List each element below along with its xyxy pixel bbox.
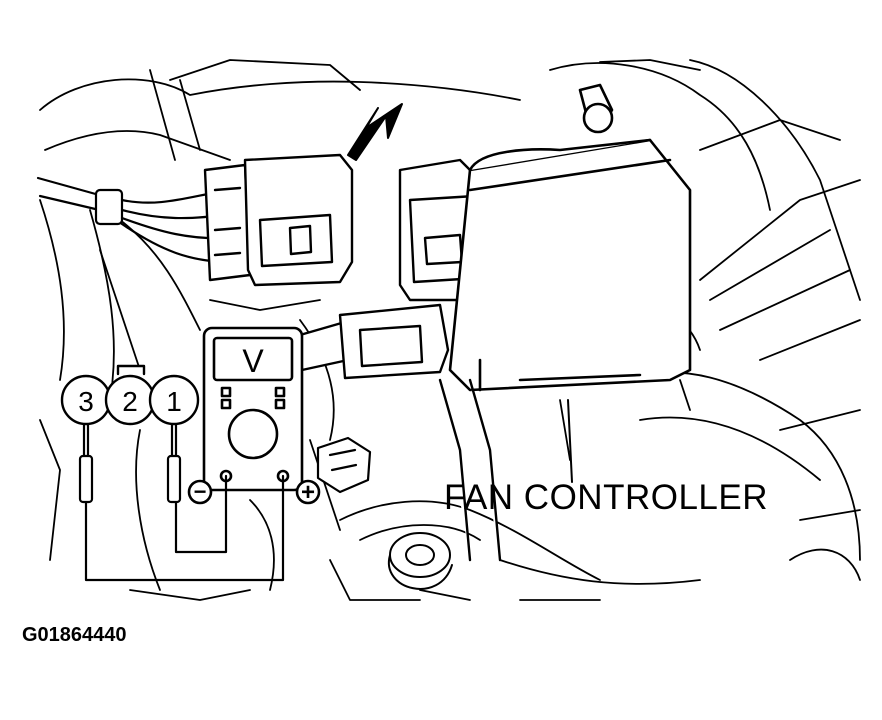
- pin-1-label: 1: [166, 386, 182, 417]
- callout-leader: [567, 399, 573, 483]
- pointer-arrow: [347, 103, 403, 161]
- engine-bay-outline: [39, 59, 861, 601]
- pin-3-label: 3: [78, 386, 94, 417]
- hose-grommet: [387, 532, 453, 590]
- negative-symbol: −: [194, 479, 207, 504]
- connector-pin-diagram: 3 2 1: [60, 364, 200, 426]
- fan-controller-module: [448, 83, 692, 392]
- wiring-harness: [36, 176, 232, 264]
- pin-1: [148, 374, 200, 426]
- figure-code: G01864440: [22, 624, 127, 646]
- harness-connector: [203, 153, 354, 287]
- multimeter: V − +: [187, 326, 321, 506]
- meter-dial: [227, 408, 279, 460]
- sensor-connector: [298, 303, 502, 562]
- pin-2-label: 2: [122, 386, 138, 417]
- test-probes: [78, 422, 182, 504]
- positive-symbol: +: [301, 479, 315, 506]
- probe-socket: [316, 436, 372, 494]
- fan-controller-label: FAN CONTROLLER: [444, 478, 768, 517]
- meter-leads: [84, 474, 285, 582]
- meter-display-text: V: [242, 343, 264, 379]
